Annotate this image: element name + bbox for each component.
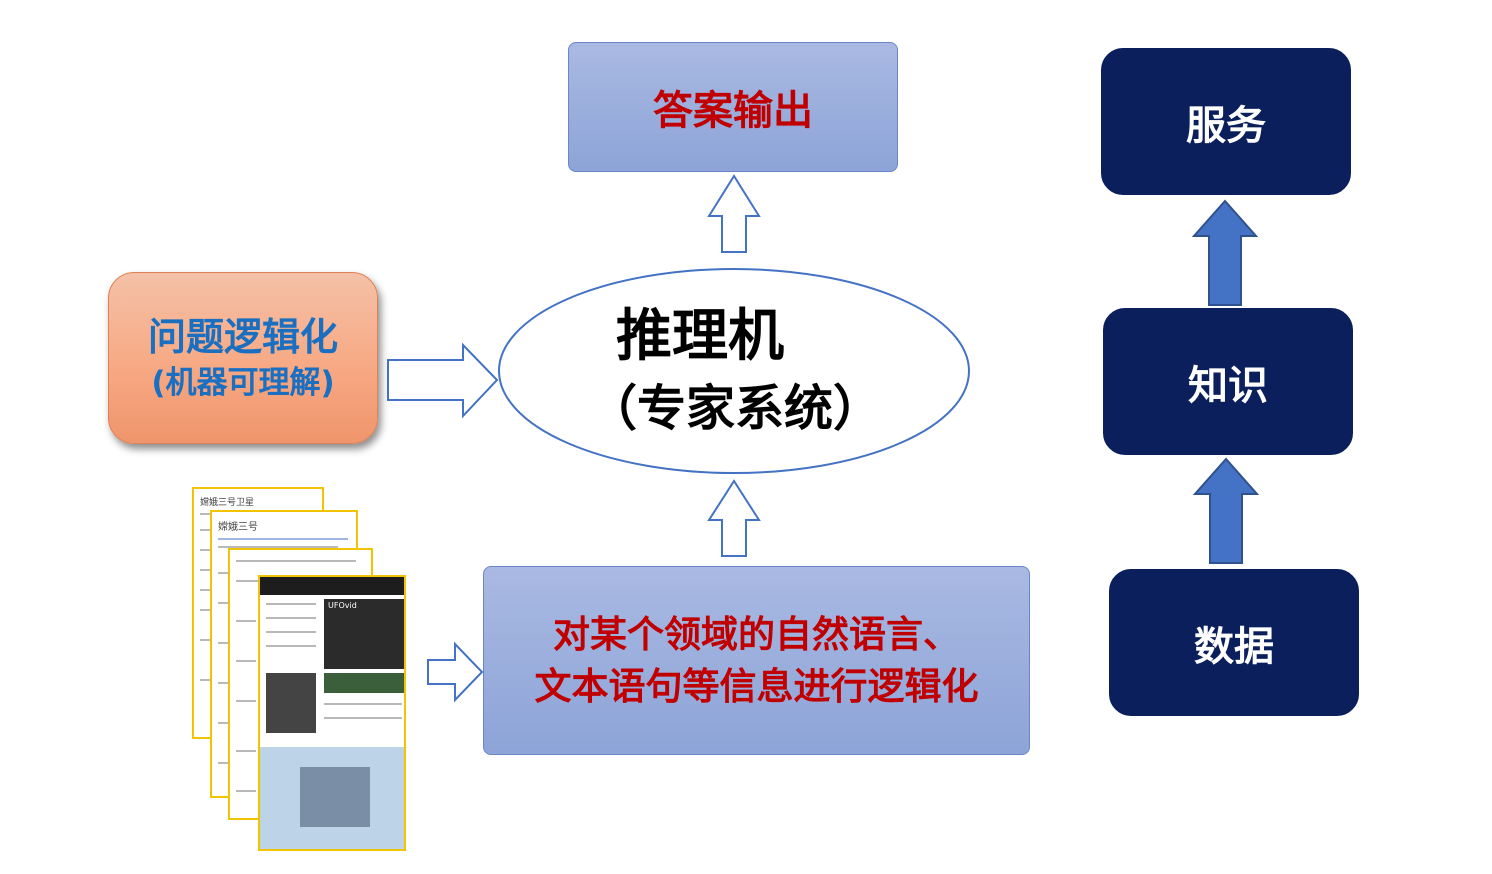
document-page-4: UFOvid — [258, 575, 406, 851]
data-label: 数据 — [1194, 623, 1274, 670]
service-label: 服务 — [1186, 102, 1266, 149]
arrow-engine-to-output — [707, 174, 761, 253]
logic-box-line1: 对某个领域的自然语言、 — [553, 613, 960, 657]
document-page-2-title: 嫦娥三号 — [218, 522, 258, 533]
arrow-data-to-knowledge — [1192, 457, 1260, 564]
document-page-4-label: UFOvid — [328, 601, 357, 610]
arrow-logic-to-engine — [707, 479, 761, 557]
service-box: 服务 — [1101, 48, 1351, 195]
inference-engine-label: 推理机 （专家系统） — [560, 300, 910, 444]
question-box-line1: 问题逻辑化 — [147, 315, 338, 360]
logic-box-line2: 文本语句等信息进行逻辑化 — [534, 664, 979, 708]
engine-title: 推理机 — [616, 304, 784, 369]
knowledge-logicize-box: 对某个领域的自然语言、 文本语句等信息进行逻辑化 — [483, 566, 1030, 755]
document-page-1-title: 嫦娥三号卫星 — [200, 498, 255, 508]
question-logicize-box: 问题逻辑化 (机器可理解) — [108, 272, 378, 444]
data-box: 数据 — [1109, 569, 1359, 716]
engine-subtitle: （专家系统） — [587, 380, 882, 437]
answer-output-box: 答案输出 — [568, 42, 898, 172]
knowledge-label: 知识 — [1188, 362, 1268, 409]
arrow-knowledge-to-service — [1191, 199, 1259, 306]
answer-output-label: 答案输出 — [653, 88, 813, 134]
knowledge-box: 知识 — [1103, 308, 1353, 455]
question-box-line2: (机器可理解) — [151, 364, 335, 401]
arrow-docs-to-logic — [427, 641, 484, 703]
arrow-question-to-engine — [387, 342, 499, 419]
inference-engine-ellipse — [498, 268, 970, 474]
